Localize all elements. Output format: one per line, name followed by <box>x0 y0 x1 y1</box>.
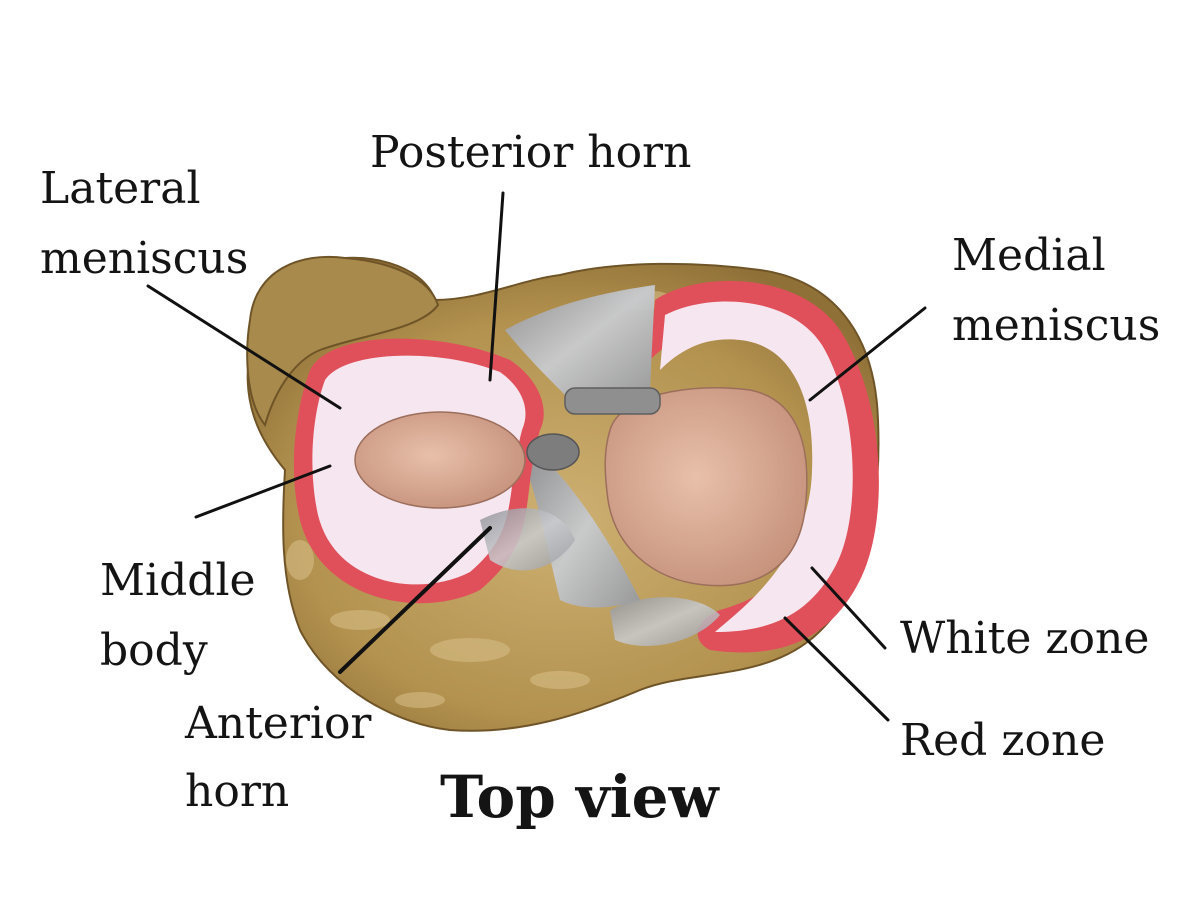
label-posterior-horn: Posterior horn <box>370 127 691 178</box>
label-middle-body-2: body <box>100 625 208 676</box>
label-lateral-meniscus-2: meniscus <box>40 233 248 284</box>
fibular-head <box>246 255 440 428</box>
leader-white-zone <box>810 566 887 650</box>
label-red-zone: Red zone <box>900 715 1105 766</box>
label-lateral-meniscus-1: Lateral <box>40 163 201 214</box>
leader-red-zone <box>783 616 890 722</box>
leader-middle-body <box>194 464 332 519</box>
lateral-cartilage <box>354 411 526 509</box>
leader-anterior-horn <box>338 526 492 674</box>
posterior-ligament <box>505 285 655 400</box>
medial-cartilage <box>604 387 808 587</box>
label-white-zone: White zone <box>900 613 1149 664</box>
label-medial-meniscus-1: Medial <box>952 230 1106 281</box>
label-middle-body-1: Middle <box>100 555 256 606</box>
anterior-horn-attachment <box>480 508 575 571</box>
medial-anterior-attachment <box>610 597 720 646</box>
ligament-stump-center <box>526 433 580 471</box>
label-anterior-horn-1: Anterior <box>184 698 372 749</box>
posterior-ligament-stump <box>564 387 661 415</box>
leader-medial-meniscus <box>808 306 927 402</box>
medial-meniscus-white <box>660 301 853 632</box>
leader-lateral-meniscus <box>146 284 342 410</box>
anterior-ligament <box>530 450 640 608</box>
label-anterior-horn-2: horn <box>185 766 289 817</box>
label-medial-meniscus-2: meniscus <box>952 300 1160 351</box>
diagram-title: Top view <box>440 763 721 831</box>
leader-posterior-horn <box>488 191 505 382</box>
